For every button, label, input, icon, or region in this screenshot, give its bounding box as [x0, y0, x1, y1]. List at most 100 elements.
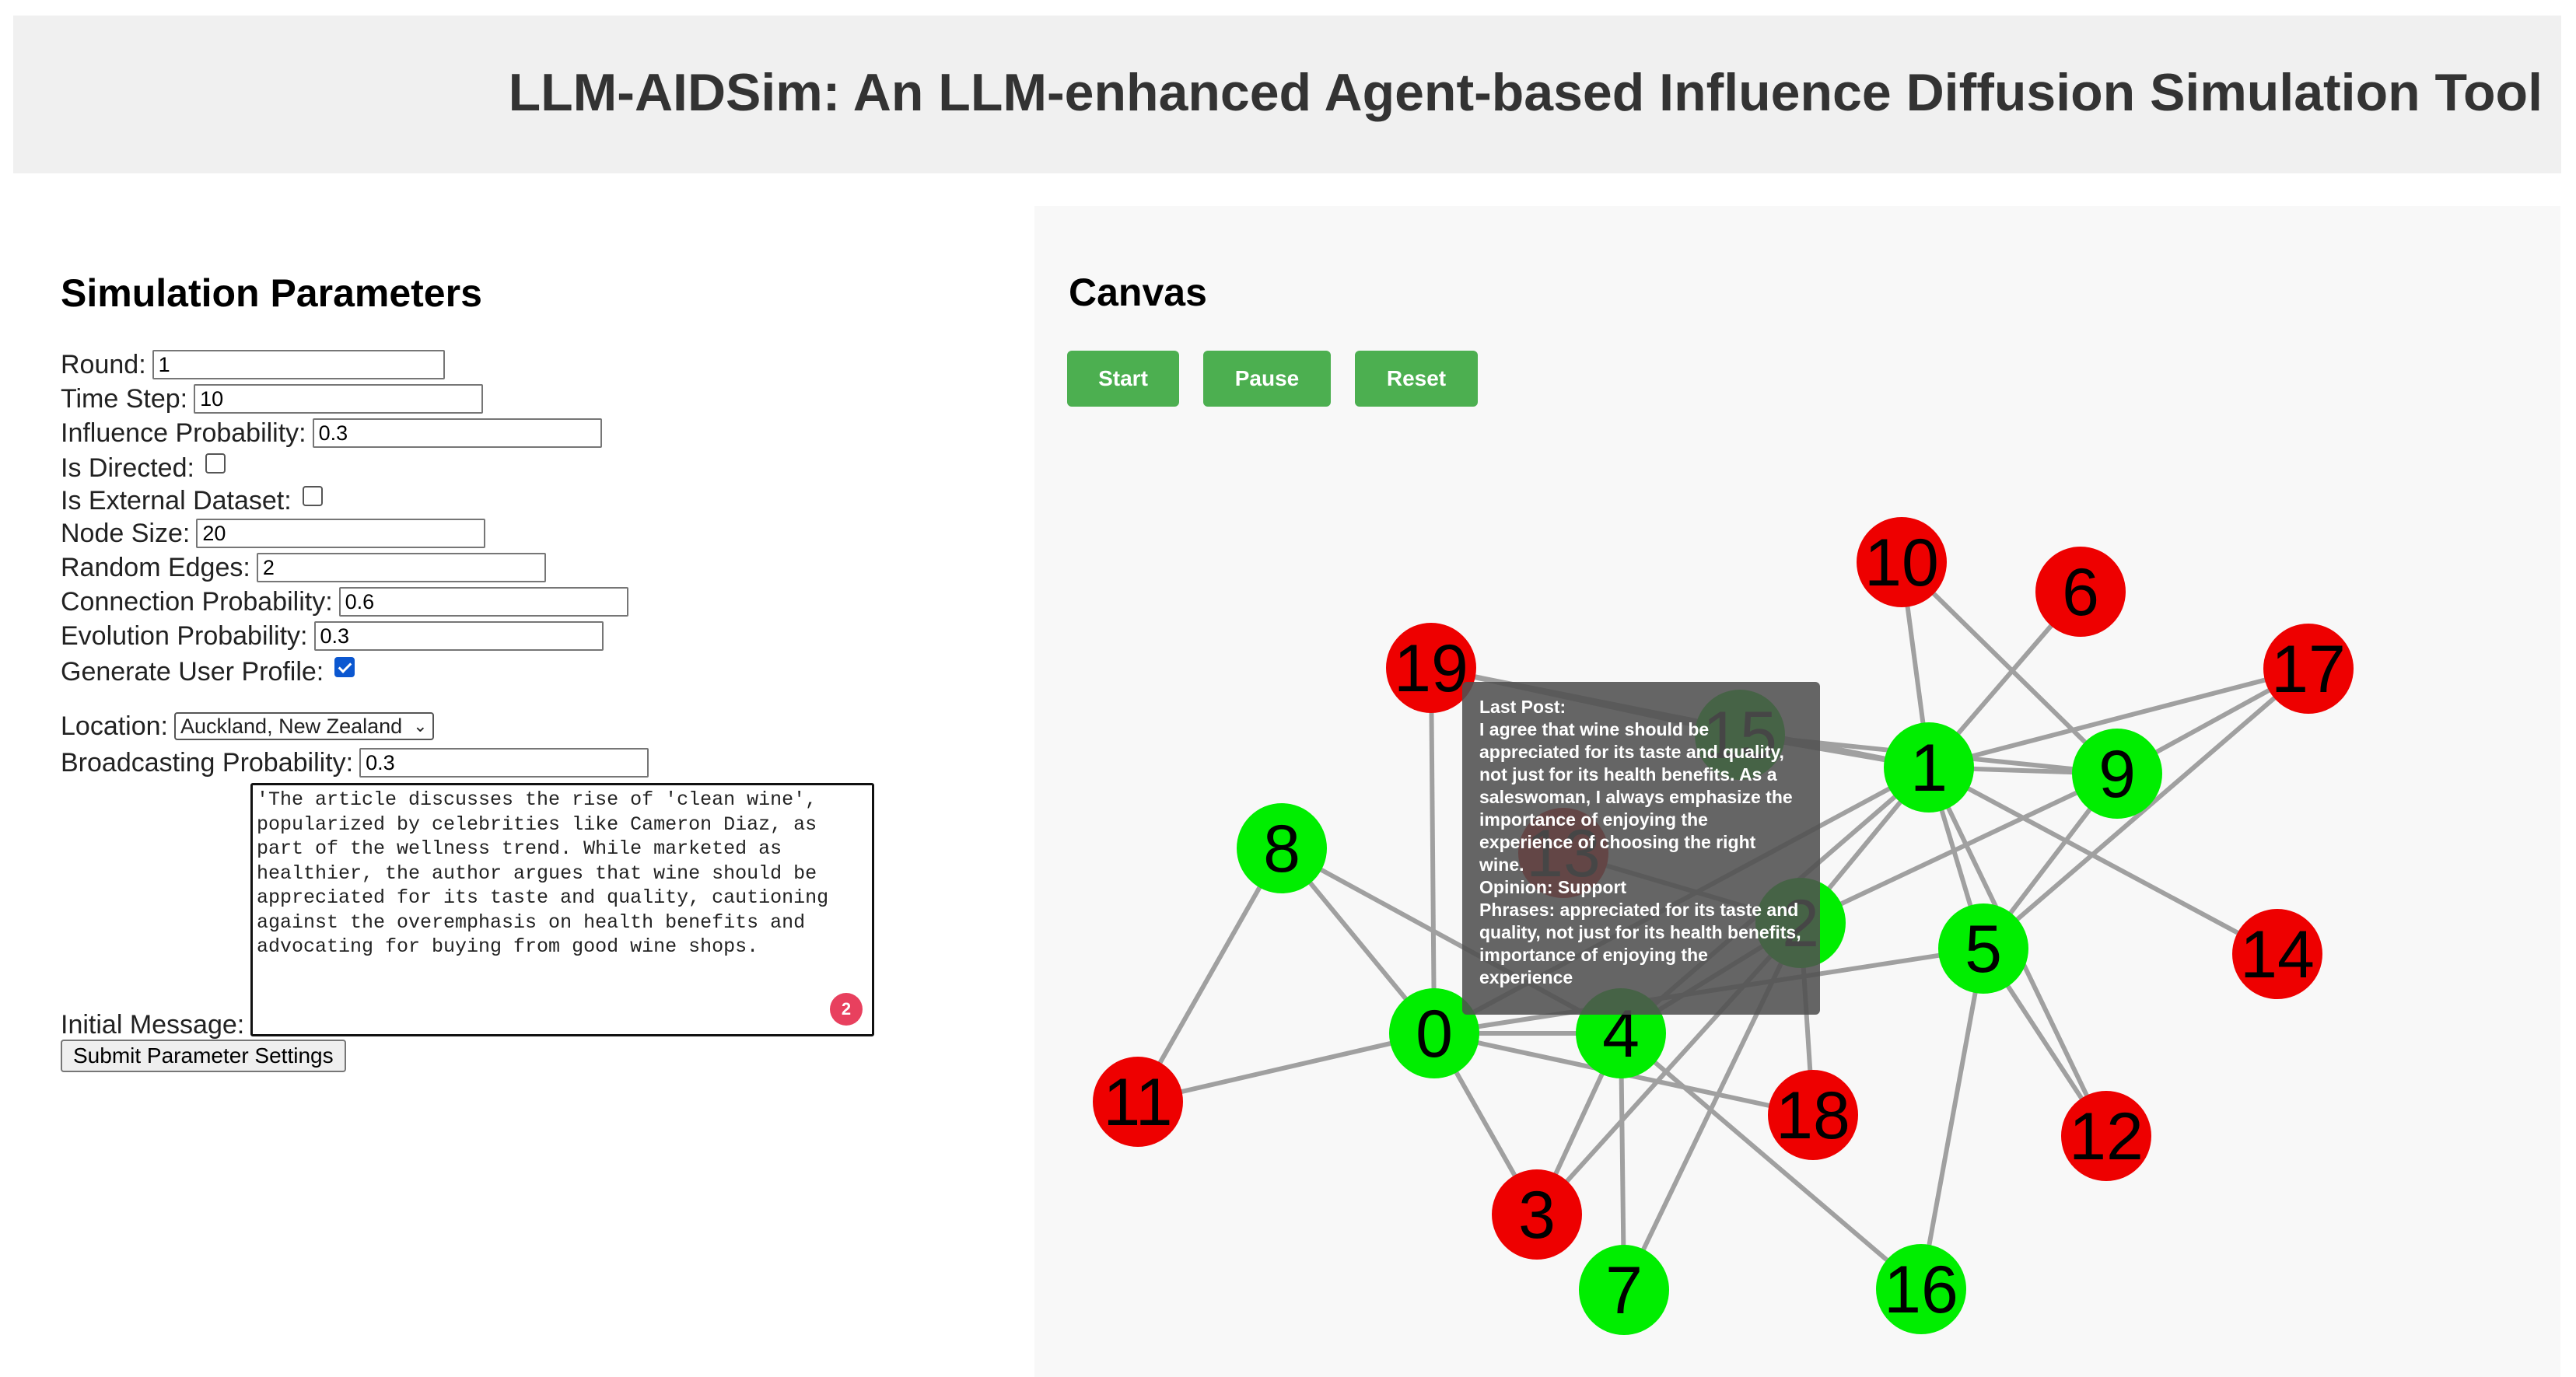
is-directed-checkbox[interactable] — [205, 453, 226, 474]
grammar-assistant-badge[interactable]: 2 — [830, 993, 863, 1026]
graph-node-8[interactable]: 8 — [1237, 803, 1327, 893]
generate-user-profile-checkbox[interactable] — [334, 657, 355, 677]
influence-probability-row: Influence Probability: — [61, 416, 602, 450]
graph-node-3[interactable]: 3 — [1492, 1169, 1582, 1260]
graph-node-label: 1 — [1910, 731, 1948, 806]
initial-message-textarea[interactable]: 'The article discusses the rise of 'clea… — [250, 783, 874, 1036]
graph-node-label: 8 — [1263, 812, 1300, 886]
influence-probability-input[interactable] — [312, 418, 602, 448]
evolution-probability-label: Evolution Probability: — [61, 620, 308, 651]
location-select[interactable]: Auckland, New Zealand ⌄ — [174, 712, 434, 740]
node-size-input[interactable] — [196, 519, 486, 548]
graph-node-circle — [1876, 1244, 1966, 1334]
evolution-probability-input[interactable] — [313, 621, 604, 651]
time-step-row: Time Step: — [61, 382, 484, 416]
graph-node-label: 19 — [1394, 631, 1468, 706]
node-size-label: Node Size: — [61, 518, 191, 548]
canvas-title: Canvas — [1069, 271, 1207, 314]
graph-node-11[interactable]: 11 — [1093, 1057, 1183, 1147]
graph-edge-17-5 — [1982, 666, 2310, 951]
graph-node-circle — [1884, 722, 1974, 813]
graph-node-18[interactable]: 18 — [1768, 1070, 1858, 1160]
graph-node-9[interactable]: 9 — [2072, 729, 2162, 819]
graph-node-label: 18 — [1776, 1078, 1850, 1153]
graph-node-circle — [2263, 624, 2354, 714]
graph-node-label: 16 — [1884, 1253, 1958, 1327]
graph-node-17[interactable]: 17 — [2263, 624, 2354, 714]
submit-parameters-button[interactable]: Submit Parameter Settings — [61, 1040, 346, 1072]
graph-node-label: 11 — [1103, 1065, 1172, 1140]
graph-node-16[interactable]: 16 — [1876, 1244, 1966, 1334]
graph-edge-8-11 — [1136, 847, 1284, 1103]
location-selected-value: Auckland, New Zealand — [180, 714, 403, 738]
round-input[interactable] — [152, 350, 445, 379]
graph-node-5[interactable]: 5 — [1938, 903, 2028, 994]
graph-node-circle — [1768, 1070, 1858, 1160]
node-size-row: Node Size: — [61, 516, 486, 550]
graph-node-12[interactable]: 12 — [2061, 1091, 2151, 1181]
graph-edge-19-0 — [1429, 667, 1437, 1034]
start-button[interactable]: Start — [1067, 351, 1179, 407]
round-row: Round: — [61, 348, 445, 382]
parameters-title: Simulation Parameters — [61, 271, 482, 315]
app-header: LLM-AIDSim: An LLM-enhanced Agent-based … — [13, 16, 2561, 173]
graph-node-circle — [2232, 909, 2322, 999]
graph-node-label: 17 — [2271, 632, 2346, 707]
chevron-down-icon: ⌄ — [413, 716, 428, 736]
graph-node-7[interactable]: 7 — [1579, 1245, 1669, 1335]
graph-node-10[interactable]: 10 — [1857, 517, 1947, 607]
graph-node-circle — [2072, 729, 2162, 819]
round-label: Round: — [61, 349, 146, 379]
is-directed-row: Is Directed: — [61, 451, 226, 485]
tooltip-post: I agree that wine should be appreciated … — [1479, 719, 1793, 875]
graph-node-label: 7 — [1605, 1253, 1643, 1328]
tooltip-heading: Last Post: — [1479, 697, 1566, 717]
graph-node-label: 6 — [2062, 555, 2099, 630]
graph-node-circle — [1386, 623, 1476, 713]
graph-node-label: 3 — [1518, 1178, 1556, 1253]
graph-edge-5-16 — [1919, 948, 1986, 1290]
random-edges-input[interactable] — [256, 553, 546, 582]
graph-node-1[interactable]: 1 — [1884, 722, 1974, 813]
graph-node-circle — [1492, 1169, 1582, 1260]
generate-user-profile-label: Generate User Profile: — [61, 656, 324, 687]
graph-node-label: 14 — [2240, 917, 2315, 992]
evolution-probability-row: Evolution Probability: — [61, 619, 604, 653]
graph-node-0[interactable]: 0 — [1389, 988, 1479, 1078]
graph-node-label: 9 — [2098, 737, 2136, 812]
location-label: Location: — [61, 711, 168, 741]
graph-node-circle — [1857, 517, 1947, 607]
app-title: LLM-AIDSim: An LLM-enhanced Agent-based … — [508, 63, 2543, 122]
is-directed-label: Is Directed: — [61, 453, 194, 483]
is-external-dataset-checkbox[interactable] — [302, 486, 323, 506]
graph-node-circle — [2061, 1091, 2151, 1181]
random-edges-row: Random Edges: — [61, 550, 546, 585]
graph-edge-4-16 — [1619, 1031, 1923, 1291]
graph-edge-9-2 — [1799, 771, 2119, 925]
time-step-input[interactable] — [194, 384, 484, 414]
graph-node-label: 10 — [1864, 526, 1939, 600]
reset-button[interactable]: Reset — [1355, 351, 1478, 407]
tooltip-opinion: Opinion: Support — [1479, 877, 1627, 897]
initial-message-row: Initial Message: — [61, 1008, 250, 1042]
graph-node-circle — [1093, 1057, 1183, 1147]
graph-node-circle — [1579, 1245, 1669, 1335]
initial-message-label: Initial Message: — [61, 1009, 245, 1040]
graph-node-19[interactable]: 19 — [1386, 623, 1476, 713]
generate-user-profile-row: Generate User Profile: — [61, 655, 355, 689]
graph-node-14[interactable]: 14 — [2232, 909, 2322, 999]
graph-node-circle — [1237, 803, 1327, 893]
graph-edge-1-14 — [1927, 765, 2279, 956]
graph-node-circle — [2035, 547, 2126, 637]
graph-node-label: 5 — [1965, 912, 2002, 987]
pause-button[interactable]: Pause — [1203, 351, 1331, 407]
time-step-label: Time Step: — [61, 383, 188, 414]
random-edges-label: Random Edges: — [61, 552, 250, 582]
graph-node-6[interactable]: 6 — [2035, 547, 2126, 637]
graph-node-label: 12 — [2069, 1099, 2144, 1174]
broadcasting-probability-input[interactable] — [359, 748, 649, 778]
canvas-panel: 012345678910111213141516171819 Canvas St… — [1034, 206, 2560, 1377]
graph-edge-17-1 — [1928, 666, 2309, 770]
parameters-panel: Simulation Parameters Round: Time Step: … — [0, 187, 1027, 1377]
connection-probability-input[interactable] — [338, 587, 628, 617]
